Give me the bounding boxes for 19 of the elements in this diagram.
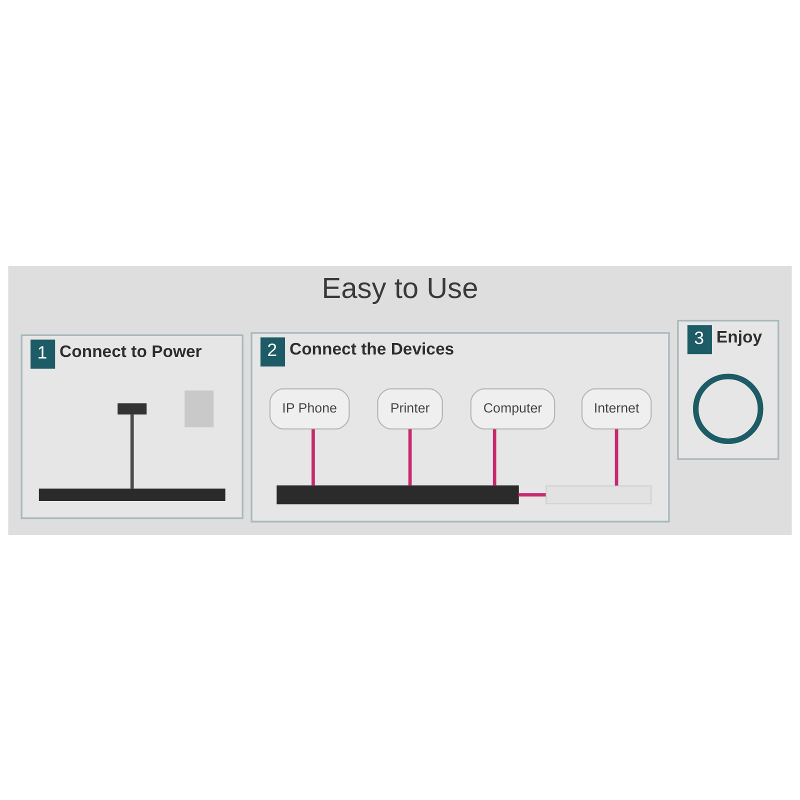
- node-box: Printer: [377, 388, 443, 430]
- node-bar: [276, 484, 519, 504]
- node-box: Computer: [470, 388, 556, 430]
- connector: [614, 428, 618, 486]
- node-box: IP Phone: [269, 388, 350, 430]
- connector: [130, 414, 134, 488]
- connector: [312, 428, 315, 486]
- connector: [492, 428, 496, 486]
- node-box: [184, 390, 214, 427]
- connector: [518, 492, 546, 496]
- connector: [408, 428, 412, 486]
- cluster: 3 Enjoy: [677, 319, 780, 460]
- node-circle: [693, 373, 764, 444]
- node-bar: [546, 484, 652, 504]
- node-bar: [38, 488, 226, 500]
- diagram-title: Easy to Use: [322, 272, 478, 305]
- cluster: 1 Connect to Power: [20, 334, 244, 519]
- node-box: [118, 402, 147, 414]
- node-box: Internet: [581, 388, 652, 430]
